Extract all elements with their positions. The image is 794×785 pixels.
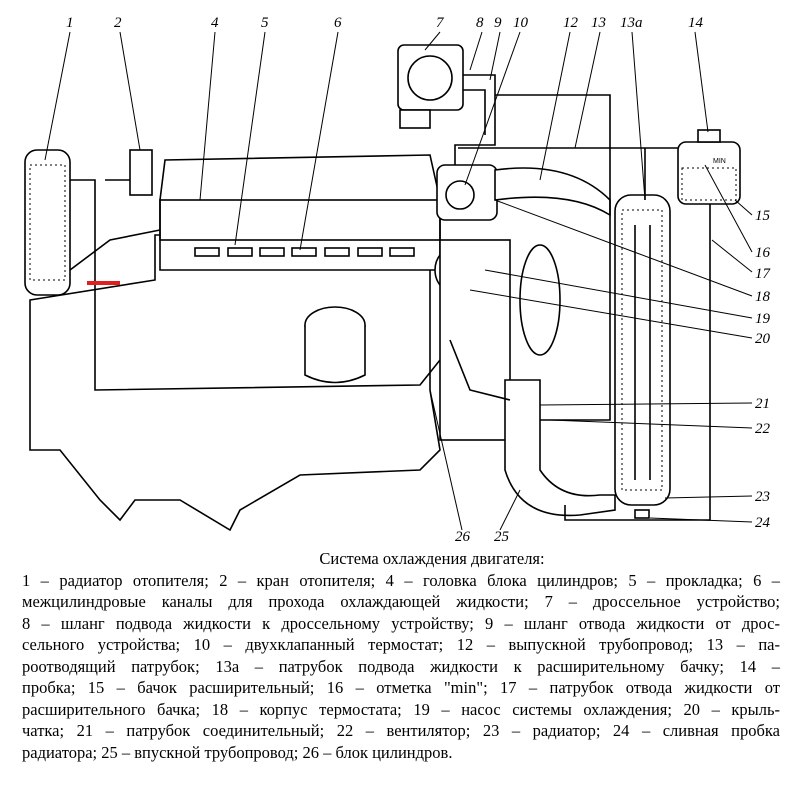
- caption-title: Система охлаждения двигателя:: [319, 549, 545, 568]
- cooling-system-diagram: MIN 1 2 4 5 6 7 8 9 10 12 13 13а 14 15 1…: [24, 15, 772, 545]
- callout: 14: [688, 15, 704, 31]
- drain-plug: [634, 509, 650, 519]
- oil-filter-body: [304, 325, 366, 384]
- callout: 24: [755, 515, 771, 531]
- connecting-pipe: [449, 339, 511, 401]
- lower-hose: [504, 379, 616, 517]
- callout: 18: [755, 289, 771, 305]
- callout: 17: [755, 266, 772, 282]
- callout-labels: 1 2 4 5 6 7 8 9 10 12 13 13а 14 15 16 17…: [66, 15, 772, 545]
- heater-radiator-coolant: [29, 164, 66, 281]
- heater-supply-pipe: [69, 179, 161, 271]
- leader-lines: [44, 31, 753, 531]
- callout: 22: [755, 421, 771, 437]
- throttle-body: [397, 44, 496, 165]
- caption-line: межцилиндровые каналы для прохода охлажд…: [22, 592, 780, 611]
- fan: [519, 244, 561, 356]
- caption-line: пробка; 15 – бачок расширительный; 16 – …: [22, 678, 780, 697]
- callout: 1: [66, 15, 74, 31]
- radiator-coolant: [621, 209, 663, 491]
- tank-cap: [697, 129, 721, 143]
- callout: 21: [755, 396, 770, 412]
- caption-line: 1 – радиатор отопителя; 2 – кран отопите…: [22, 570, 780, 590]
- callout: 15: [755, 208, 771, 224]
- callout: 8: [476, 15, 484, 31]
- callout: 19: [755, 311, 771, 327]
- callout: 23: [755, 489, 770, 505]
- callout: 4: [211, 15, 219, 31]
- callout: 2: [114, 15, 122, 31]
- min-mark: MIN: [713, 158, 726, 165]
- radiator-inlet-hose: [494, 167, 611, 217]
- callout: 25: [494, 529, 510, 545]
- caption-line: 8 – шланг подвода жидкости к дроссельном…: [22, 613, 780, 633]
- caption-line: чатка; 21 – патрубок соединительный; 22 …: [22, 721, 780, 740]
- caption-line: роотводящий патрубок; 13а – патрубок под…: [22, 656, 780, 676]
- thermostat: [445, 180, 475, 210]
- caption-line: сельного устройства; 10 – двухклапанный …: [22, 635, 780, 654]
- intercylinder-channels: [194, 247, 415, 257]
- callout: 9: [494, 15, 502, 31]
- heater-valve: [129, 149, 153, 196]
- callout: 6: [334, 15, 342, 31]
- callout: 20: [755, 331, 771, 347]
- callout: 16: [755, 245, 771, 261]
- callout: 5: [261, 15, 269, 31]
- heater-return-pipe: [70, 179, 441, 391]
- callout: 12: [563, 15, 579, 31]
- callout: 13: [591, 15, 606, 31]
- callout: 26: [455, 529, 471, 545]
- head-water-jacket: [159, 199, 441, 241]
- tank-and-steam-pipes: [458, 94, 711, 521]
- callout: 10: [513, 15, 529, 31]
- pump-pulley: [439, 239, 511, 441]
- callout: 7: [436, 15, 445, 31]
- caption-line: радиатора; 25 – впускной трубопровод; 26…: [22, 742, 453, 762]
- cylinder-block: [29, 234, 441, 532]
- figure-caption: Система охлаждения двигателя: 1 – радиат…: [0, 548, 794, 763]
- callout: 13а: [620, 15, 643, 31]
- caption-line: расширительного бачка; 18 – корпус термо…: [22, 699, 780, 719]
